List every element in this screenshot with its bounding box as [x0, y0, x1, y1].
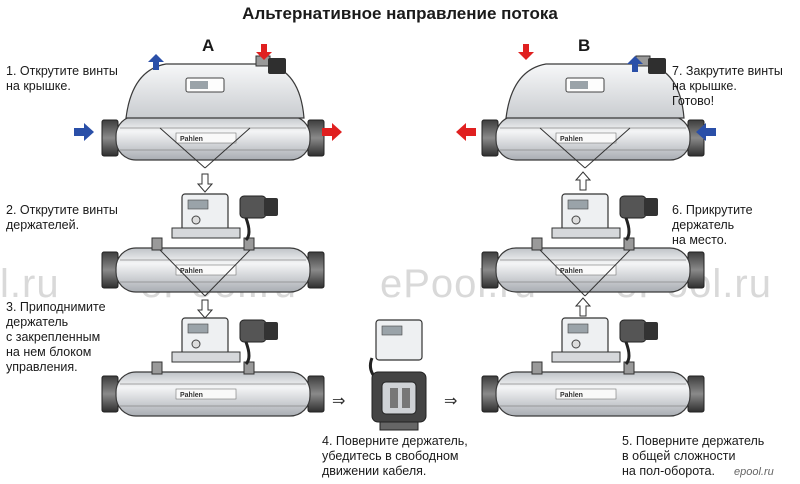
step-3-text: 3. Приподнимите держатель с закрепленным… — [6, 300, 106, 374]
heater-covered-a — [101, 55, 325, 161]
step-7-text: 7. Закрутите винты на крышке. Готово! — [672, 64, 783, 108]
watermark: l.ru — [0, 262, 60, 306]
step-1-text: 1. Открутите винты на крышке. — [6, 64, 118, 93]
inlet-arrow-icon — [74, 123, 94, 141]
step-arrow-right-icon: ⇒ — [332, 391, 345, 410]
heater-open-b2 — [480, 316, 706, 418]
step-2-text: 2. Открутите винты держателей. — [6, 203, 118, 232]
step-arrow-up-icon — [575, 171, 591, 191]
connector-lines — [159, 127, 631, 297]
step-4-text: 4. Поверните держатель, убедитесь в своб… — [322, 434, 468, 478]
diagram-title: Альтернативное направление потока — [242, 4, 558, 23]
heater-covered-b — [481, 55, 705, 161]
heater-open-a1 — [100, 192, 326, 294]
flow-down-arrow-icon — [518, 44, 534, 60]
step-arrow-right-icon: ⇒ — [444, 391, 457, 410]
outlet-arrow-icon — [456, 123, 476, 141]
step-6-text: 6. Прикрутите держатель на место. — [672, 203, 753, 247]
inlet-arrow-icon — [696, 123, 716, 141]
brand-watermark: epool.ru — [734, 466, 774, 478]
step-arrow-down-icon — [197, 173, 213, 193]
outlet-arrow-icon — [322, 123, 342, 141]
flow-down-arrow-icon — [256, 44, 272, 60]
rotating-unit — [368, 318, 428, 432]
step-5-text: 5. Поверните держатель в общей сложности… — [622, 434, 765, 478]
column-label-b: B — [578, 36, 591, 55]
step-arrow-down-icon — [197, 299, 213, 319]
flow-up-arrow-icon — [627, 56, 643, 72]
step-arrow-up-icon — [575, 297, 591, 317]
flow-up-arrow-icon — [148, 54, 164, 70]
column-label-a: A — [202, 36, 215, 55]
heater-open-b1 — [480, 192, 706, 294]
heater-open-a2 — [100, 316, 326, 418]
